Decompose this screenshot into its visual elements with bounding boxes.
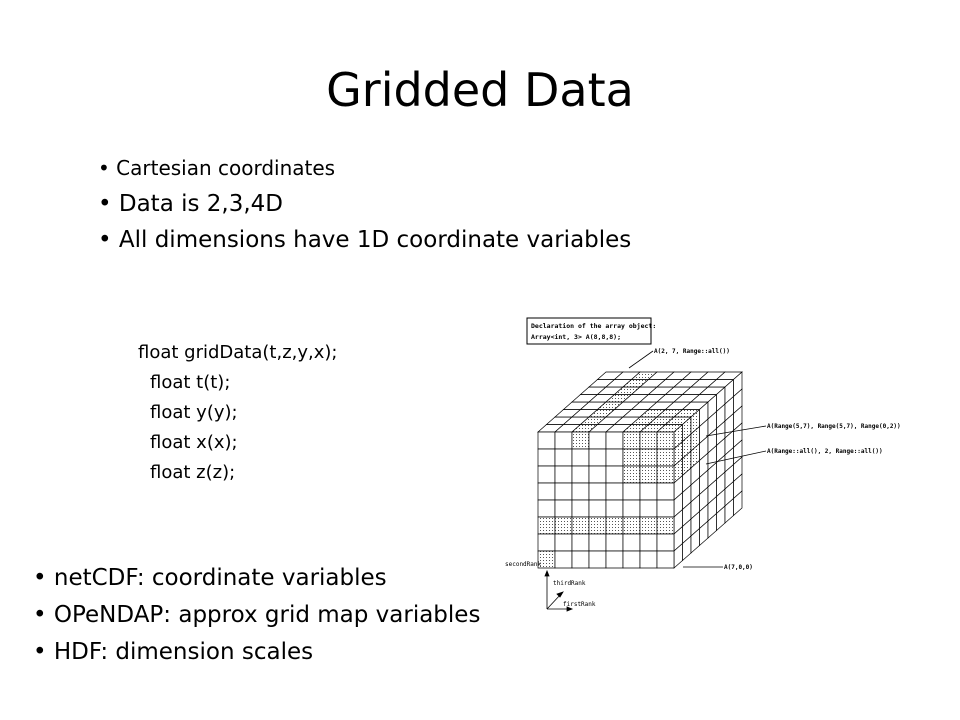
- front-cell: [639, 499, 658, 518]
- axis-third-rank: thirdRank: [553, 580, 586, 587]
- code-line: float t(t);: [150, 372, 231, 393]
- front-cell: [537, 448, 556, 467]
- front-cell: [639, 533, 658, 552]
- bullet-coordinate-variables: • All dimensions have 1D coordinate vari…: [98, 227, 632, 253]
- callout-row-slice: A(2, 7, Range::all()): [654, 348, 730, 355]
- front-cell: [588, 499, 607, 518]
- front-cell: [554, 482, 573, 501]
- front-cell: [554, 499, 573, 518]
- front-cell: [588, 482, 607, 501]
- front-cell: [571, 465, 590, 484]
- front-cell: [605, 550, 624, 569]
- front-cell: [554, 465, 573, 484]
- front-cell: [639, 431, 658, 450]
- front-cell: [605, 431, 624, 450]
- bottom-bullet-list: • netCDF: coordinate variables • OPeNDAP…: [33, 560, 553, 671]
- front-cell: [656, 499, 675, 518]
- front-cell: [588, 431, 607, 450]
- front-cell: [639, 465, 658, 484]
- code-line: float x(x);: [150, 432, 238, 453]
- front-cell: [537, 533, 556, 552]
- cube-svg: Declaration of the array object: Array<i…: [505, 317, 901, 612]
- front-cell: [622, 465, 641, 484]
- front-cell: [537, 465, 556, 484]
- front-cell: [537, 482, 556, 501]
- front-cell: [656, 516, 675, 535]
- front-cell: [571, 499, 590, 518]
- slide-title: Gridded Data: [326, 63, 634, 117]
- front-cell: [554, 550, 573, 569]
- front-cell: [571, 448, 590, 467]
- code-block: float gridData(t,z,y,x); float t(t); flo…: [138, 338, 337, 488]
- side-cell: [733, 490, 743, 517]
- front-cell: [639, 448, 658, 467]
- callout-subcube: A(Range(5,7), Range(5,7), Range(0,2)): [767, 423, 901, 430]
- front-cell: [639, 482, 658, 501]
- front-cell: [622, 482, 641, 501]
- front-cell: [554, 431, 573, 450]
- front-cell: [605, 516, 624, 535]
- front-cell: [656, 482, 675, 501]
- axis-first-rank: firstRank: [563, 601, 596, 608]
- front-cell: [537, 499, 556, 518]
- cube-side-face: [673, 371, 743, 569]
- front-cell: [588, 550, 607, 569]
- front-cell: [605, 448, 624, 467]
- front-cell: [605, 499, 624, 518]
- front-cell: [622, 499, 641, 518]
- front-cell: [571, 482, 590, 501]
- axis-second-rank: secondRank: [505, 561, 542, 568]
- array-cube-diagram: Declaration of the array object: Array<i…: [503, 316, 943, 616]
- front-cell: [588, 516, 607, 535]
- code-line: float y(y);: [150, 402, 238, 423]
- front-cell: [656, 465, 675, 484]
- front-cell: [605, 533, 624, 552]
- front-cell: [656, 533, 675, 552]
- front-cell: [605, 465, 624, 484]
- bullet-netcdf: • netCDF: coordinate variables: [33, 565, 387, 591]
- front-cell: [537, 431, 556, 450]
- front-cell: [571, 431, 590, 450]
- front-cell: [656, 448, 675, 467]
- declaration-title: Declaration of the array object:: [531, 322, 656, 330]
- front-cell: [622, 448, 641, 467]
- front-cell: [554, 516, 573, 535]
- front-cell: [622, 431, 641, 450]
- declaration-box: Declaration of the array object: Array<i…: [526, 317, 656, 345]
- callout-plane: A(Range::all(), 2, Range::all()): [767, 448, 883, 455]
- front-cell: [656, 431, 675, 450]
- front-cell: [571, 533, 590, 552]
- front-cell: [571, 550, 590, 569]
- front-cell: [639, 516, 658, 535]
- front-cell: [571, 516, 590, 535]
- front-cell: [622, 550, 641, 569]
- front-cell: [622, 516, 641, 535]
- front-cell: [588, 533, 607, 552]
- code-line: float gridData(t,z,y,x);: [138, 342, 338, 363]
- front-cell: [554, 448, 573, 467]
- bullet-opendap: • OPeNDAP: approx grid map variables: [33, 602, 481, 628]
- rank-axes: [544, 569, 574, 612]
- code-line: float z(z);: [150, 462, 236, 483]
- declaration-code: Array<int, 3> A(8,8,8);: [531, 333, 621, 341]
- front-cell: [639, 550, 658, 569]
- front-cell: [588, 465, 607, 484]
- bullet-dimensions: • Data is 2,3,4D: [98, 191, 284, 217]
- front-cell: [537, 516, 556, 535]
- cube-front-face: [537, 431, 675, 569]
- front-cell: [622, 533, 641, 552]
- top-bullet-list: • Cartesian coordinates • Data is 2,3,4D…: [98, 150, 658, 258]
- front-cell: [554, 533, 573, 552]
- callout-element: A(7,0,0): [724, 564, 753, 571]
- bullet-cartesian: • Cartesian coordinates: [98, 156, 336, 180]
- front-cell: [605, 482, 624, 501]
- bullet-hdf: • HDF: dimension scales: [33, 639, 314, 665]
- front-cell: [588, 448, 607, 467]
- callout-lines: [628, 350, 767, 568]
- cube-top-face: [537, 371, 743, 433]
- front-cell: [656, 550, 675, 569]
